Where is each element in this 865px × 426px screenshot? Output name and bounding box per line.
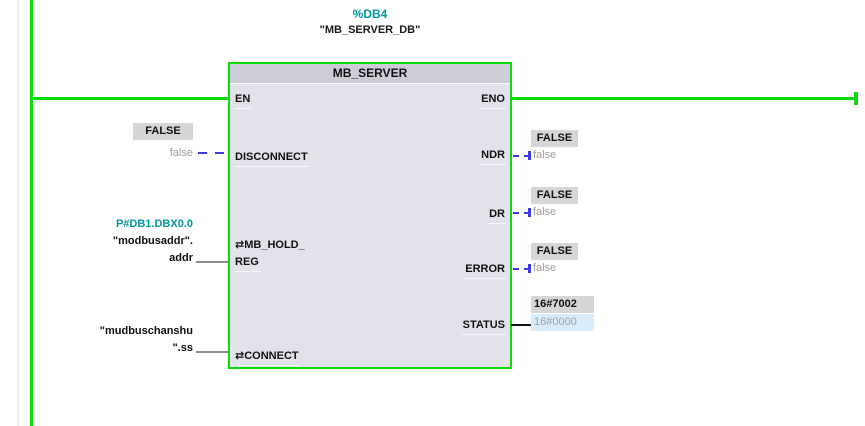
wire-to-en xyxy=(32,97,228,100)
connector-mb-hold-reg xyxy=(196,261,228,263)
monitor-pointer-mb-hold-reg: P#DB1.DBX0.0 xyxy=(115,218,193,230)
operand-mb-hold-reg-line1[interactable]: "modbusaddr". xyxy=(112,235,193,247)
block-title: MB_SERVER xyxy=(230,64,510,84)
monitor-box-disconnect: FALSE xyxy=(133,123,193,140)
pin-en: EN xyxy=(234,93,252,109)
instance-db-name[interactable]: "MB_SERVER_DB" xyxy=(319,24,421,36)
pin-connect: ⇄CONNECT xyxy=(234,350,300,366)
connector-error xyxy=(513,268,528,270)
operand-ndr[interactable]: false xyxy=(533,149,557,161)
operand-dr[interactable]: false xyxy=(533,206,557,218)
pin-eno: ENO xyxy=(480,93,506,109)
monitor-box-status: 16#7002 xyxy=(531,296,594,313)
pin-disconnect: DISCONNECT xyxy=(234,151,309,167)
pin-mb-hold-reg-line2: REG xyxy=(234,256,260,272)
operand-connect-line2[interactable]: ".ss xyxy=(172,342,193,354)
instance-db-number[interactable]: %DB4 xyxy=(352,7,388,21)
pin-error: ERROR xyxy=(464,263,506,279)
connector-dr xyxy=(513,212,528,214)
pin-dr: DR xyxy=(488,208,506,224)
monitor-box-dr: FALSE xyxy=(531,187,578,204)
connector-error-arrow xyxy=(528,264,531,273)
pin-mb-hold-reg-line1: ⇄MB_HOLD_ xyxy=(235,239,305,251)
pin-ndr: NDR xyxy=(480,149,506,165)
operand-error[interactable]: false xyxy=(533,262,557,274)
connector-ndr-arrow xyxy=(528,151,531,160)
operand-mb-hold-reg-line2[interactable]: addr xyxy=(169,252,193,264)
connector-dr-arrow xyxy=(528,208,531,217)
connector-connect xyxy=(196,351,228,353)
monitor-box-error: FALSE xyxy=(531,243,578,260)
connector-status xyxy=(511,324,531,326)
wire-end-tick xyxy=(854,92,858,105)
mb-server-block[interactable]: MB_SERVER EN ENO DISCONNECT ⇄MB_HOLD_ RE… xyxy=(228,62,512,369)
power-rail xyxy=(30,0,33,426)
operand-status[interactable]: 16#0000 xyxy=(531,314,594,331)
wire-from-eno xyxy=(511,97,855,100)
operand-disconnect[interactable]: false xyxy=(169,147,193,159)
network-margin-line xyxy=(17,0,19,426)
monitor-box-ndr: FALSE xyxy=(531,130,578,147)
connector-disconnect xyxy=(198,152,226,154)
connector-ndr xyxy=(513,155,528,157)
pin-status: STATUS xyxy=(461,319,506,335)
operand-connect-line1[interactable]: "mudbuschanshu xyxy=(99,325,193,337)
